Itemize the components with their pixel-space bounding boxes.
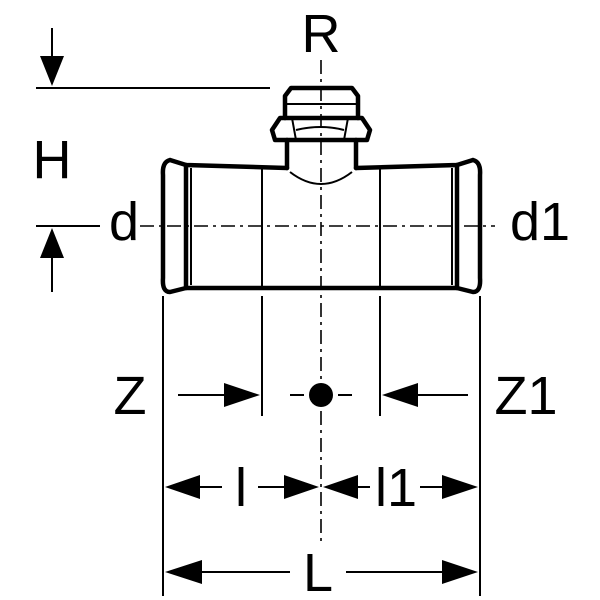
l-right-arrowhead <box>284 475 319 499</box>
label-l1: l1 <box>375 458 417 518</box>
branch-neck <box>284 137 359 171</box>
l-dimension <box>165 475 478 499</box>
height-dimension <box>36 28 270 292</box>
hex-nut-face-right <box>343 117 349 141</box>
l-left-arrowhead <box>165 475 200 499</box>
male-thread <box>282 85 361 121</box>
overall-right-arrowhead <box>442 560 478 584</box>
l1-left-arrowhead <box>323 475 358 499</box>
hex-nut-face-left <box>291 117 297 141</box>
z1-arrowhead <box>382 383 418 407</box>
extension-lines <box>162 296 481 596</box>
branch-saddle <box>289 171 353 185</box>
label-l: l <box>235 458 247 518</box>
label-overall-length: L <box>303 543 333 600</box>
height-bottom-arrowhead <box>40 228 64 258</box>
tee-body <box>160 85 483 295</box>
center-lines <box>140 60 495 545</box>
z-dimension <box>178 383 468 407</box>
centre-point <box>309 383 333 407</box>
label-diameter-right: d1 <box>510 192 570 252</box>
label-thread-size: R <box>302 4 341 64</box>
label-z1: Z1 <box>494 366 557 426</box>
overall-left-arrowhead <box>165 560 202 584</box>
l1-right-arrowhead <box>442 475 478 499</box>
label-diameter-left: d <box>109 192 139 252</box>
label-z: Z <box>114 366 147 426</box>
overall-length-dimension <box>165 560 478 584</box>
dimension-labels: R H d d1 Z Z1 l l1 L <box>33 4 571 600</box>
label-height: H <box>33 130 72 190</box>
hex-nut <box>269 115 373 143</box>
z-arrowhead <box>224 383 260 407</box>
run-pipe-outline <box>160 157 483 295</box>
height-top-arrowhead <box>40 56 64 86</box>
hex-nut-chamfer <box>295 126 345 131</box>
